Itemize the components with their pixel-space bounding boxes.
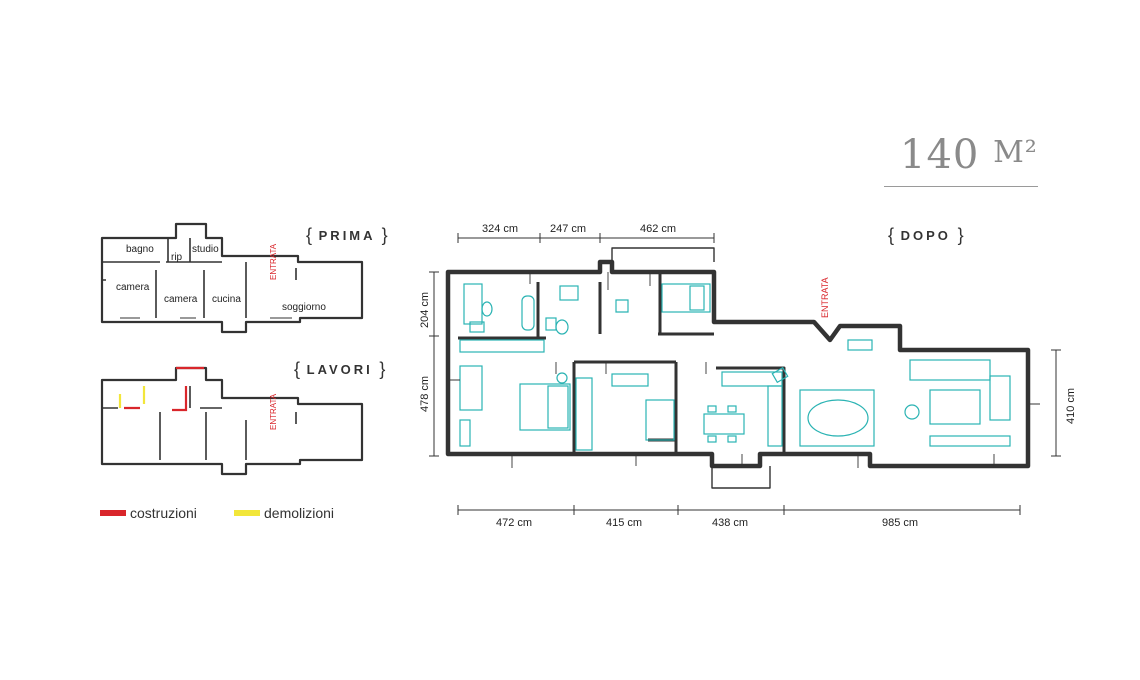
lavori-title-text: LAVORI xyxy=(306,362,373,377)
area-unit: M² xyxy=(993,135,1038,170)
prima-inner-walls xyxy=(102,238,297,318)
cabinet-2 xyxy=(847,339,873,351)
bed-main xyxy=(519,383,571,431)
prima-room-bagno: bagno xyxy=(126,244,154,255)
dopo-title: { DOPO } xyxy=(888,224,964,245)
chair xyxy=(615,299,629,313)
desk-2 xyxy=(611,373,649,387)
demolition-wall xyxy=(118,386,146,408)
dining-chair-2 xyxy=(727,405,737,413)
dim-bottom-3: 438 cm xyxy=(712,517,748,529)
dining-table xyxy=(703,413,745,435)
oval-table xyxy=(807,399,869,437)
legend-label: demolizioni xyxy=(264,505,335,521)
rug xyxy=(799,389,875,447)
lavori-constructions xyxy=(124,366,204,412)
plant-box xyxy=(771,366,789,384)
dim-bottom-1: 472 cm xyxy=(496,517,532,529)
lavori-inner-walls xyxy=(102,386,297,460)
dopo-doors xyxy=(448,272,1040,468)
prima-outer-wall xyxy=(100,222,364,334)
dopo-furniture xyxy=(459,283,1011,451)
dopo-inner-walls xyxy=(458,272,786,454)
dopo-balcony-bottom xyxy=(711,466,771,489)
prima-room-cucina: cucina xyxy=(212,294,241,305)
toilet-2 xyxy=(555,319,569,335)
bed-top-pillow xyxy=(689,285,705,311)
dim-left-1: 204 cm xyxy=(419,292,431,328)
legend-swatch-red xyxy=(100,510,126,516)
sofa-side xyxy=(989,375,1011,421)
shelf-1 xyxy=(459,339,545,353)
dopo-walls xyxy=(445,247,1031,489)
dopo-dims-top xyxy=(457,233,715,243)
prima-room-studio: studio xyxy=(192,244,219,255)
dopo-title-text: DOPO xyxy=(900,228,951,243)
dim-top-2: 247 cm xyxy=(550,223,586,235)
area-underline xyxy=(884,186,1038,187)
dopo-entrance-label: ENTRATA xyxy=(820,277,830,318)
dim-left-2: 478 cm xyxy=(419,376,431,412)
lavori-entrance-label: ENTRATA xyxy=(269,393,278,430)
legend-label: costruzioni xyxy=(130,505,197,521)
legend-demolizioni: demolizioni xyxy=(234,505,334,521)
lavori-demolitions xyxy=(118,386,146,408)
kitchen-unit xyxy=(767,385,783,447)
dopo-dims-bottom xyxy=(457,505,1021,515)
legend-costruzioni: costruzioni xyxy=(100,505,197,521)
dopo-dims-left xyxy=(429,271,439,457)
coffee-table xyxy=(929,389,981,425)
construction-wall xyxy=(124,366,204,412)
dim-top-1: 324 cm xyxy=(482,223,518,235)
lavori-title: { LAVORI } xyxy=(294,358,385,379)
cabinet xyxy=(459,419,471,447)
dim-bottom-2: 415 cm xyxy=(606,517,642,529)
nightstand xyxy=(556,372,568,384)
sink xyxy=(469,321,485,333)
desk xyxy=(459,365,483,411)
dim-bottom-4: 985 cm xyxy=(882,517,918,529)
lavori-outer-wall xyxy=(100,366,364,476)
dim-top-3: 462 cm xyxy=(640,223,676,235)
prima-title-text: PRIMA xyxy=(318,228,376,243)
legend-swatch-yellow xyxy=(234,510,260,516)
shower xyxy=(463,283,483,325)
area-value: 140 xyxy=(900,132,980,178)
bathtub xyxy=(521,295,535,331)
bed-main-pillow xyxy=(547,385,569,429)
brace-open: { xyxy=(294,359,301,379)
sofa xyxy=(909,359,991,381)
dining-chair-4 xyxy=(727,435,737,443)
tv-unit xyxy=(929,435,1011,447)
lamp xyxy=(904,404,920,420)
dopo-balcony-top xyxy=(611,247,715,262)
bidet xyxy=(545,317,557,331)
bed-top xyxy=(661,283,711,313)
prima-room-rip: rip xyxy=(171,252,183,263)
brace-close: } xyxy=(381,225,388,245)
brace-open: { xyxy=(888,225,895,245)
prima-title: { PRIMA } xyxy=(306,224,388,245)
dining-chair-1 xyxy=(707,405,717,413)
area-label: 140 M² xyxy=(900,132,1038,178)
brace-close: } xyxy=(957,225,964,245)
prima-plan xyxy=(100,222,364,334)
brace-open: { xyxy=(306,225,313,245)
dopo-outer-wall xyxy=(445,259,1031,469)
dopo-dims-right xyxy=(1051,349,1061,457)
prima-room-camera-2: camera xyxy=(164,294,198,305)
lavori-plan xyxy=(100,366,364,476)
prima-room-camera-1: camera xyxy=(116,282,150,293)
wardrobe xyxy=(575,377,593,451)
washbasin xyxy=(559,285,579,301)
brace-close: } xyxy=(379,359,386,379)
prima-entrance-label: ENTRATA xyxy=(269,243,278,280)
dining-chair-3 xyxy=(707,435,717,443)
bed-2 xyxy=(645,399,675,441)
toilet xyxy=(481,301,493,317)
dim-right-1: 410 cm xyxy=(1065,388,1077,424)
prima-room-soggiorno: soggiorno xyxy=(282,302,326,313)
